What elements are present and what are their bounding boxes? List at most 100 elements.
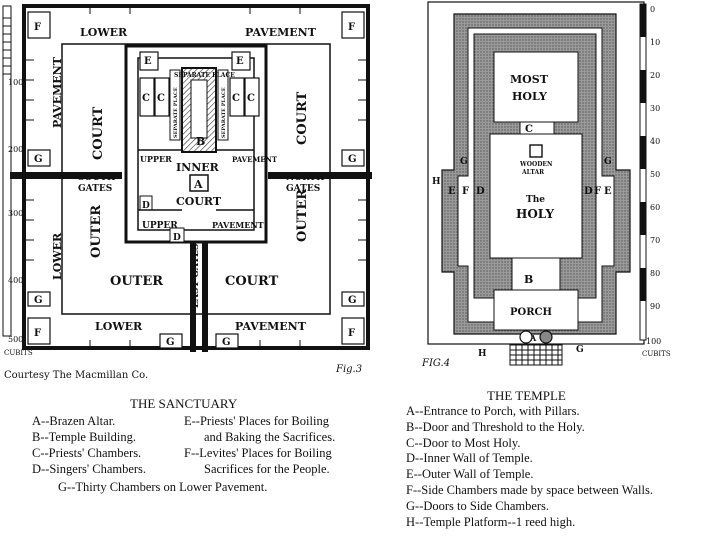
label-C-4: C — [247, 93, 255, 104]
label-wall-D-right: D — [584, 186, 593, 197]
sanctuary-scale-bar: 100 200 300 400 500 CUBITS — [2, 5, 33, 357]
temple-legend: A--Entrance to Porch, with Pillars. B--D… — [406, 404, 706, 530]
legend-G: G--Thirty Chambers on Lower Pavement. — [58, 480, 268, 494]
temple-plan: 0 10 20 30 40 50 60 70 80 90 100 CUBITS … — [421, 1, 671, 369]
label-pavement-inner: PAVEMENT — [212, 220, 264, 230]
label-the: The — [526, 195, 545, 205]
legend-E-cont: and Baking the Sacrifices. — [204, 430, 336, 444]
label-lower-top: LOWER — [80, 26, 128, 39]
chamber-F-tl: F — [34, 22, 41, 33]
inner-court — [124, 44, 268, 244]
legend-t-A: A--Entrance to Porch, with Pillars. — [406, 404, 580, 418]
pillar-right — [539, 330, 553, 344]
chamber-G-l: G — [34, 154, 43, 165]
label-wall-D-left: D — [476, 186, 485, 197]
label-door-G-bottom: G — [576, 345, 584, 355]
label-pavement-inner-right: PAVEMENT — [232, 155, 278, 164]
label-D-1: D — [173, 233, 181, 243]
chamber-G-l2: G — [34, 295, 43, 306]
label-holy-most: HOLY — [512, 90, 547, 103]
sanctuary-fig: Fig.3 — [335, 364, 362, 375]
label-C-2: C — [157, 93, 165, 104]
legend-F-cont: Sacrifices for the People. — [204, 462, 330, 476]
label-pavement-bottom: PAVEMENT — [235, 320, 307, 333]
label-north-2: GATES — [286, 184, 320, 194]
label-platform-H-left: H — [432, 177, 441, 187]
legend-E: E--Priests' Places for Boiling — [184, 414, 329, 428]
legend-A: A--Brazen Altar. — [32, 414, 116, 428]
label-D-2: D — [142, 201, 150, 211]
label-E-left: E — [144, 56, 152, 67]
temple-scale-40: 40 — [650, 137, 660, 146]
legend-t-F: F--Side Chambers made by space between W… — [406, 482, 653, 497]
most-holy-room — [493, 51, 579, 123]
scale-200: 200 — [8, 145, 23, 154]
label-upper-2: UPPER — [142, 221, 178, 231]
label-altar: ALTAR — [521, 169, 545, 176]
temple-scale-bar — [639, 3, 647, 341]
label-door-C: C — [525, 124, 533, 135]
legend-t-D: D--Inner Wall of Temple. — [406, 451, 533, 466]
chamber-F-tr: F — [348, 22, 355, 33]
porch — [493, 289, 579, 331]
scale-100: 100 — [8, 78, 23, 87]
label-door-B: B — [524, 273, 533, 286]
temple-scale-60: 60 — [650, 203, 660, 212]
legend-t-E: E--Outer Wall of Temple. — [406, 467, 534, 482]
pillar-left — [519, 330, 533, 344]
label-pavement-top: PAVEMENT — [245, 26, 317, 39]
legend-F: F--Levites' Places for Boiling — [184, 446, 332, 460]
label-holy: HOLY — [516, 207, 554, 221]
label-wall-E-right: E — [604, 186, 612, 197]
wall-chamber-ticks — [24, 6, 368, 348]
label-pavement-left: PAVEMENT — [51, 56, 64, 128]
label-E-right: E — [236, 56, 244, 67]
label-lower-left: LOWER — [51, 232, 64, 280]
label-wall-E-left: E — [448, 186, 456, 197]
label-north-1: NORTH — [286, 173, 325, 183]
label-east-gates: EAST GATES — [191, 244, 201, 308]
label-outer-court-1: OUTER — [110, 274, 163, 289]
label-outer-left: OUTER — [89, 205, 104, 258]
label-C-1: C — [142, 93, 150, 104]
label-door-G-left: G — [460, 157, 468, 167]
temple-title: THE TEMPLE — [487, 388, 566, 403]
label-C-3: C — [232, 93, 240, 104]
legend-B: B--Temple Building. — [32, 430, 136, 444]
temple-scale-90: 90 — [650, 302, 660, 311]
legend-t-C: C--Door to Most Holy. — [406, 435, 521, 450]
temple-scale-10: 10 — [650, 38, 660, 47]
label-south-1: SOUTH — [78, 173, 116, 183]
label-entrance-A: A — [529, 333, 537, 343]
label-outer-court-2: COURT — [225, 274, 279, 289]
label-court-right: COURT — [295, 91, 310, 145]
legend-D: D--Singers' Chambers. — [32, 462, 147, 476]
label-upper-1: UPPER — [140, 154, 172, 164]
chamber-G-b1: G — [166, 337, 175, 348]
door-to-holy — [511, 257, 561, 291]
temple-cubits-label: CUBITS — [642, 350, 671, 358]
legend-t-B: B--Door and Threshold to the Holy. — [406, 419, 585, 434]
gates — [10, 172, 372, 352]
label-separate-place: SEPARATE PLACE — [174, 72, 235, 79]
sanctuary-title: THE SANCTUARY — [130, 396, 238, 411]
label-platform-H-bottom-left: H — [478, 349, 487, 359]
temple-scale-0: 0 — [650, 5, 655, 14]
label-chamber-F-right: F — [594, 186, 601, 197]
chamber-G-r: G — [348, 154, 357, 165]
label-altar-A: A — [193, 178, 203, 191]
chamber-G-r2: G — [348, 295, 357, 306]
label-court-left: COURT — [91, 106, 106, 160]
label-inner: INNER — [176, 161, 220, 174]
chamber-F-bl: F — [34, 328, 41, 339]
sanctuary-credit: Courtesy The Macmillan Co. — [4, 370, 148, 381]
legend-C: C--Priests' Chambers. — [32, 446, 142, 460]
label-porch: PORCH — [510, 307, 552, 318]
label-building-B: B — [196, 135, 205, 148]
label-separate-place-left: SEPARATE PLACE — [173, 87, 179, 138]
label-chamber-F-left: F — [462, 186, 469, 197]
door-to-most-holy — [519, 121, 555, 135]
label-wooden: WOODEN — [519, 161, 553, 168]
legend-t-G: G--Doors to Side Chambers. — [406, 498, 550, 513]
label-outer-right: OUTER — [295, 189, 310, 242]
